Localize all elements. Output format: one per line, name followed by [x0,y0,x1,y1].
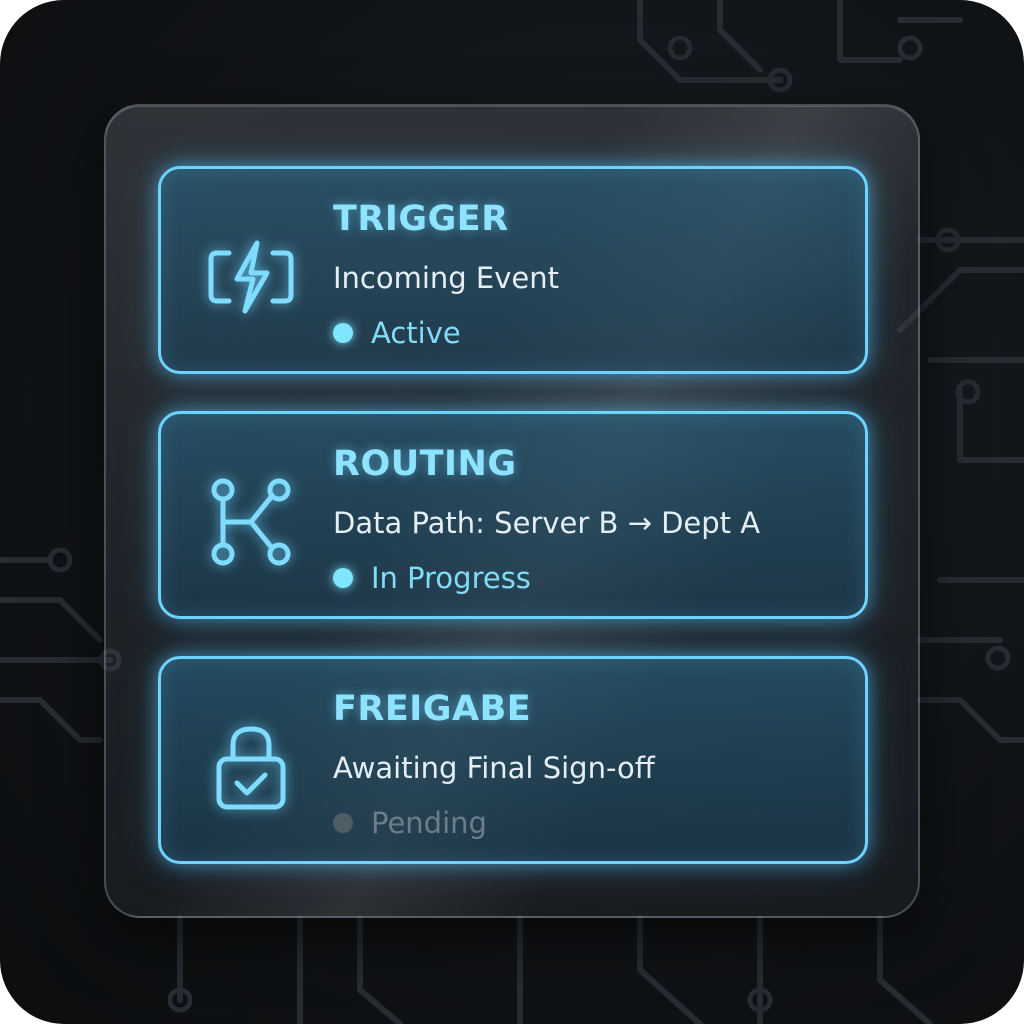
lightning-bolt-icon [205,231,297,323]
workflow-step-freigabe[interactable]: FREIGABE Awaiting Final Sign-off Pending [158,656,868,864]
step-subtitle: Incoming Event [333,261,560,295]
step-subtitle: Awaiting Final Sign-off [333,751,655,785]
status-indicator: In Progress [333,558,531,598]
status-label: Pending [371,806,487,840]
workflow-step-routing[interactable]: ROUTING Data Path: Server B → Dept A In … [158,411,868,619]
workflow-panel: TRIGGER Incoming Event Active [104,104,920,918]
routing-nodes-icon [205,476,297,568]
status-indicator: Active [333,313,461,353]
status-dot [333,323,353,343]
status-label: Active [371,316,461,350]
status-dot [333,568,353,588]
padlock-check-icon [205,721,297,813]
step-title: TRIGGER [333,199,509,239]
status-label: In Progress [371,561,531,595]
step-title: FREIGABE [333,689,532,729]
workflow-step-trigger[interactable]: TRIGGER Incoming Event Active [158,166,868,374]
status-indicator: Pending [333,803,487,843]
step-title: ROUTING [333,444,517,484]
step-subtitle: Data Path: Server B → Dept A [333,506,761,540]
status-dot [333,813,353,833]
